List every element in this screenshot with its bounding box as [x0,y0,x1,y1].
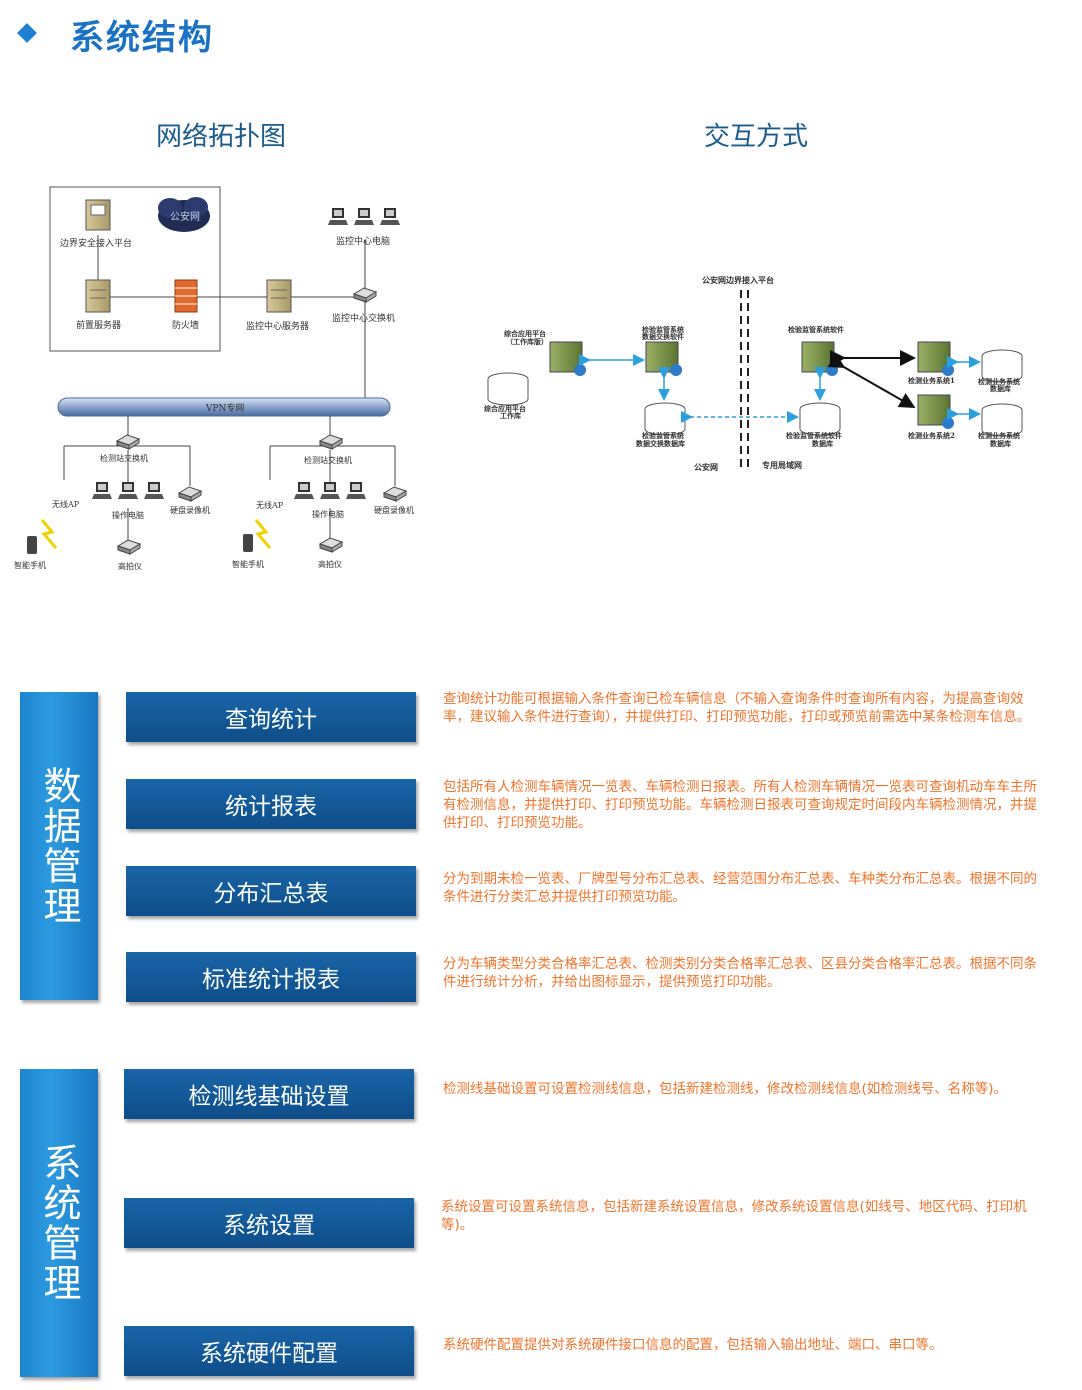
biz2-server-icon [917,394,955,430]
ia-label-monitor-db-sub: 数据库 [812,439,833,448]
standard-report-button[interactable]: 标准统计报表 [126,952,416,1002]
interaction-title: 交互方式 [704,122,809,152]
section-system-management: 系统管理 [20,1069,98,1377]
distribution-summary-button[interactable]: 分布汇总表 [126,866,416,916]
ia-label-app-platform-sub: （工作库版） [506,337,548,346]
topo-label-station-switch-2: 检测站交换机 [304,455,352,465]
system-settings-desc: 系统设置可设置系统信息，包括新建系统设置信息，修改系统设置信息(如线号、地区代码… [441,1199,1027,1233]
stats-report-button[interactable]: 统计报表 [126,779,416,829]
monitor-server-icon [801,341,839,377]
station2-switch-icon [319,434,343,450]
distribution-summary-desc: 分为到期未检一览表、厂牌型号分布汇总表、经营范围分布汇总表、车种类分布汇总表。根… [443,871,1037,905]
title-bullet-icon [17,23,37,43]
topo-label-operator-pc-2: 操作电脑 [312,509,344,519]
border-server-icon [85,199,111,231]
topo-label-center-switch: 监控中心交换机 [332,312,395,324]
line-basic-settings-button[interactable]: 检测线基础设置 [124,1069,414,1119]
topology-title: 网络拓扑图 [156,122,287,152]
phone-icon [27,536,37,554]
topo-label-dvr-2: 硬盘录像机 [374,505,414,515]
topo-label-phone-1: 智能手机 [14,560,46,570]
topo-label-dvr-1: 硬盘录像机 [170,505,210,515]
topo-label-center-server: 监控中心服务器 [246,320,309,332]
station1-dvr-icon [178,486,202,502]
center-pc-icon [328,208,400,225]
hardware-config-button[interactable]: 系统硬件配置 [124,1326,414,1376]
exchange-server-icon [645,341,683,377]
network-topology-diagram: 边界安全接入平台 公安网 前置服务器 防火墙 监控中心服务器 监控中心交换机 监… [14,186,414,571]
section-data-management: 数据管理 [20,692,98,1000]
ia-label-biz2-db-sub: 数据库 [990,439,1011,448]
query-stats-button[interactable]: 查询统计 [126,692,416,742]
topo-label-operator-pc-1: 操作电脑 [112,510,144,520]
interaction-diagram: 公安网边界接入平台 综合应用平台 （工作库版） 综合应用平台 工作库 检验监管系… [484,275,1023,472]
ia-label-biz2: 检测业务系统2 [908,431,955,440]
ia-label-monitor-software: 检验监管系统软件 [788,325,844,334]
center-server-icon [266,279,292,313]
topo-label-camera-1: 高拍仪 [118,561,142,571]
topo-label-border: 边界安全接入平台 [60,237,132,249]
station2-dvr-icon [383,486,407,502]
camera-icon-2 [319,537,343,553]
page-title: 系统结构 [70,18,214,58]
ia-label-app-platform: 综合应用平台 [504,329,546,338]
ia-label-exchange-db: 检验监管系统 [642,431,684,440]
station1-pc-icon [92,482,164,499]
wireless-signal-icon [40,519,58,549]
topo-label-camera-2: 高拍仪 [318,559,342,569]
app-platform-server-icon [549,341,587,377]
front-server-icon [85,279,111,313]
ia-label-border-platform: 公安网边界接入平台 [702,275,774,285]
topo-label-phone-2: 智能手机 [232,559,264,569]
ia-label-exchange-software-sub: 数据交换软件 [642,332,684,341]
station2-pc-icon [294,482,366,499]
hardware-config-desc: 系统硬件配置提供对系统硬件接口信息的配置，包括输入输出地址、端口、串口等。 [443,1337,943,1353]
wireless-signal-icon-2 [254,519,272,549]
app-db-icon [487,372,529,406]
phone-icon-2 [243,534,253,552]
camera-icon [117,539,141,555]
ia-label-monitor-db: 检验监管系统软件 [786,431,842,440]
topo-label-internet: 公安网 [170,210,200,223]
standard-report-desc: 分为车辆类型分类合格率汇总表、检测类别分类合格率汇总表、区县分类合格率汇总表。根… [443,956,1037,990]
query-stats-desc: 查询统计功能可根据输入条件查询已检车辆信息（不输入查询条件时查询所有内容，为提高… [443,691,1031,725]
topo-label-wireless-ap-2: 无线AP [256,500,284,510]
topo-label-wireless-ap-1: 无线AP [52,499,80,509]
system-settings-button[interactable]: 系统设置 [124,1198,414,1248]
ia-label-private-net: 专用局域网 [762,460,802,470]
ia-label-biz1-db-sub: 数据库 [990,384,1011,393]
center-switch-icon [353,287,377,303]
ia-label-public-net: 公安网 [694,462,718,472]
cloud-icon [158,197,210,232]
topo-label-front-server: 前置服务器 [76,319,121,331]
firewall-icon [174,279,198,313]
topo-label-station-switch-1: 检测站交换机 [100,453,148,463]
line-basic-settings-desc: 检测线基础设置可设置检测线信息，包括新建检测线，修改检测线信息(如检测线号、名称… [443,1081,1008,1097]
ia-label-exchange-software: 检验监管系统 [642,325,684,334]
ia-label-biz2-db: 检测业务系统 [978,431,1020,440]
ia-label-biz1-db: 检测业务系统 [978,377,1020,386]
ia-label-exchange-db-sub: 数据交换数据库 [636,439,685,448]
topo-label-firewall: 防火墙 [172,319,199,331]
ia-label-biz1: 检测业务系统1 [908,376,955,385]
biz1-server-icon [917,341,955,377]
ia-label-app-db: 综合应用平台 [484,404,526,413]
stats-report-desc: 包括所有人检测车辆情况一览表、车辆检测日报表。所有人检测车辆情况一览表可查询机动… [443,779,1037,831]
vpn-pipe [57,397,391,417]
ia-label-app-db-sub: 工作库 [500,411,521,420]
topo-label-center-pc: 监控中心电脑 [336,235,390,247]
station1-switch-icon [116,434,140,450]
topo-label-vpn: VPN专网 [205,402,244,414]
